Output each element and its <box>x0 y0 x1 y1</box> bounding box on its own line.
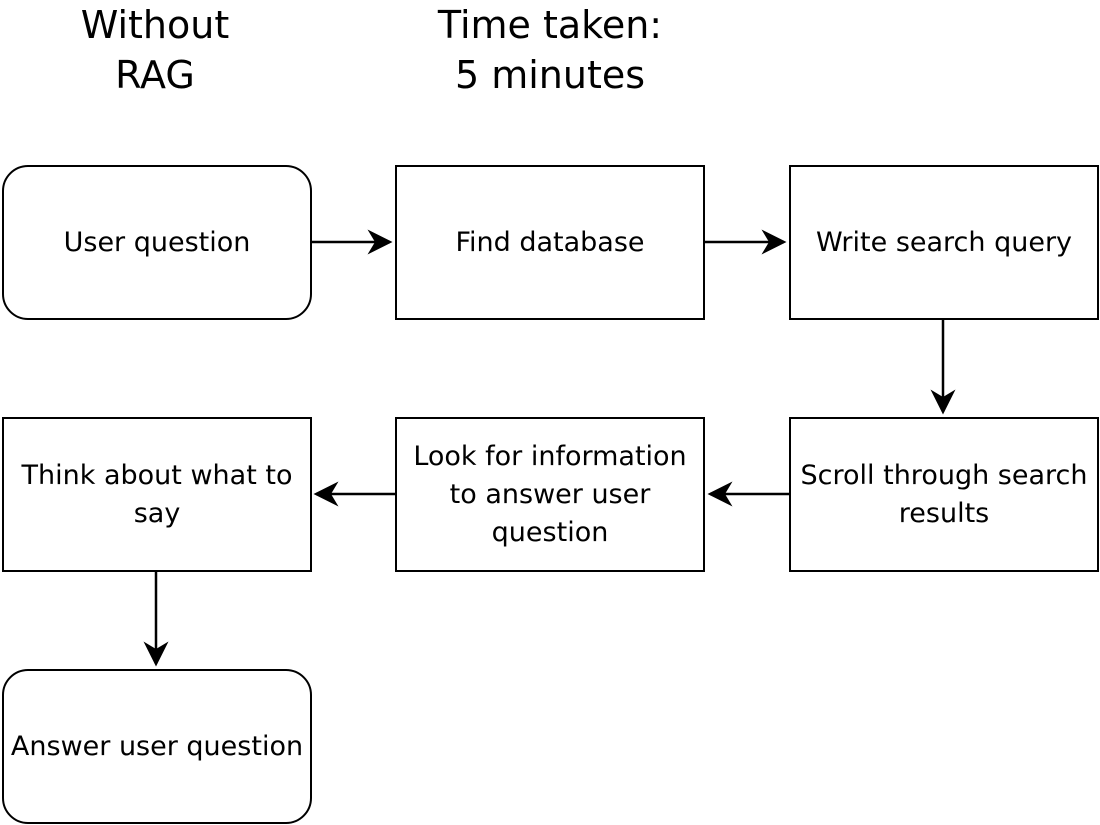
node-look-for-information: Look for information to answer user ques… <box>395 417 705 572</box>
time-taken-label: Time taken: 5 minutes <box>437 3 663 97</box>
node-write-search-query: Write search query <box>789 165 1099 320</box>
diagram-title: Without RAG <box>80 3 230 97</box>
node-look-for-information-label: Look for information to answer user ques… <box>413 440 687 548</box>
node-user-question-label: User question <box>63 226 251 258</box>
node-think: Think about what to say <box>2 417 312 572</box>
node-answer: Answer user question <box>2 669 312 824</box>
node-answer-label: Answer user question <box>10 730 304 762</box>
node-scroll-results: Scroll through search results <box>789 417 1099 572</box>
node-find-database: Find database <box>395 165 705 320</box>
node-write-search-query-label: Write search query <box>815 226 1073 258</box>
node-scroll-results-label: Scroll through search results <box>800 459 1088 529</box>
node-user-question: User question <box>2 165 312 320</box>
node-think-label: Think about what to say <box>21 459 293 529</box>
node-find-database-label: Find database <box>455 226 645 258</box>
